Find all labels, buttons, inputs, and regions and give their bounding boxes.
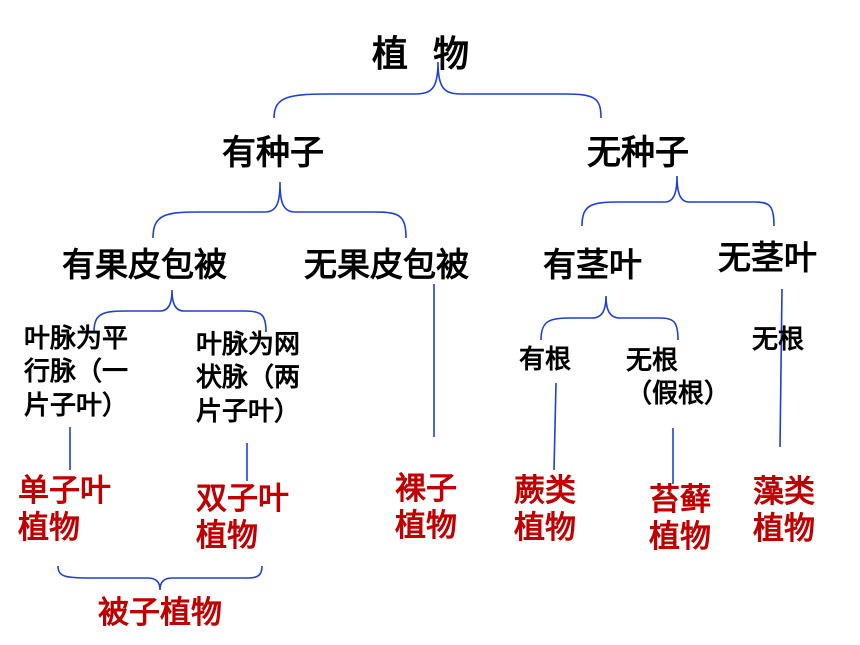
pseudo-root-node: 无根 （假根） <box>626 346 731 410</box>
moss-group: 苔藓 植物 <box>649 482 711 556</box>
has-pericarp-node: 有果皮包被 <box>62 245 227 284</box>
brace-stem-leaf <box>540 295 679 341</box>
has-root-node: 有根 <box>519 345 572 375</box>
line-fern <box>553 382 557 471</box>
net-vein-node: 叶脉为网 状脉（两 片子叶） <box>196 330 301 427</box>
no-root-node: 无根 <box>752 325 805 355</box>
brace-leaf-vein <box>93 289 267 333</box>
seedless-plants-node: 无种子 <box>587 133 689 173</box>
fern-group: 蕨类 植物 <box>514 473 576 547</box>
brace-root <box>273 61 602 119</box>
angiosperm-group: 被子植物 <box>98 595 222 631</box>
monocot-group: 单子叶 植物 <box>18 473 111 547</box>
algae-group: 藻类 植物 <box>753 474 815 548</box>
brace-seed <box>152 181 407 239</box>
no-pericarp-node: 无果皮包被 <box>304 245 469 284</box>
parallel-vein-node: 叶脉为平 行脉（一 片子叶） <box>24 324 129 421</box>
brace-seedless <box>581 175 775 227</box>
dicot-group: 双子叶 植物 <box>196 481 289 555</box>
seed-plants-node: 有种子 <box>222 133 324 173</box>
gymnosperm-group: 裸子 植物 <box>395 471 457 545</box>
no-stem-leaf-node: 无茎叶 <box>718 238 817 277</box>
has-stem-leaf-node: 有茎叶 <box>543 245 642 284</box>
line-algae <box>779 288 783 448</box>
brace-angiosperm <box>57 565 263 591</box>
root-node: 植 物 <box>372 34 470 75</box>
